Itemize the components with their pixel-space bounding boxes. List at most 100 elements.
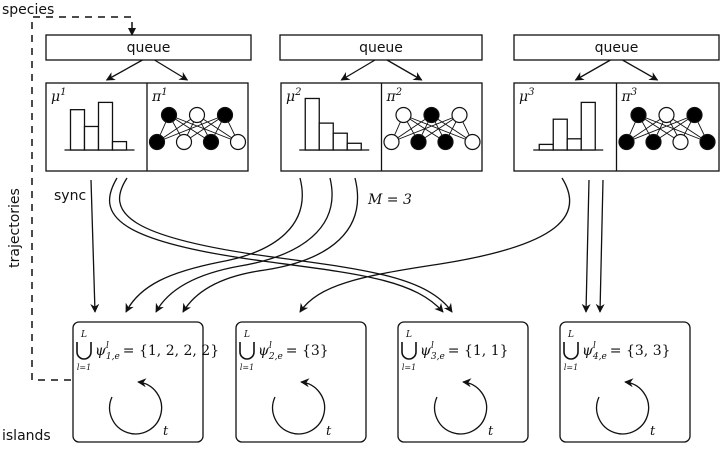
queue-to-distribution-arrow xyxy=(340,59,376,81)
histogram-bar xyxy=(111,140,128,151)
network-node xyxy=(437,133,454,151)
mu-label: μ2 xyxy=(286,87,301,105)
queue-to-distribution-arrow xyxy=(105,59,143,81)
network-edge xyxy=(626,114,695,143)
queue-box xyxy=(279,34,483,61)
islands-label: islands xyxy=(2,428,51,444)
network-node xyxy=(645,133,662,151)
histogram-bar xyxy=(332,132,348,151)
queue-box xyxy=(513,34,720,61)
migration-label: M = 3 xyxy=(367,192,412,208)
union-lower-limit: l=1 xyxy=(240,363,254,372)
evolution-loop-arrow xyxy=(596,378,650,435)
trajectories-label: trajectories xyxy=(7,188,23,268)
histogram-bar xyxy=(83,125,100,151)
network-edge xyxy=(156,114,226,143)
union-symbol xyxy=(401,342,417,360)
histogram-bar xyxy=(97,101,114,151)
loop-time-label: t xyxy=(488,424,494,439)
network-node xyxy=(630,106,647,124)
union-lower-limit: l=1 xyxy=(77,363,91,372)
policy-network xyxy=(383,106,481,151)
policy-network xyxy=(618,106,716,151)
histogram-bar xyxy=(69,109,86,151)
network-edge xyxy=(391,114,460,143)
migration-curve-2c xyxy=(182,177,359,313)
histogram-bar xyxy=(552,118,568,151)
network-node xyxy=(672,133,689,151)
union-upper-limit: L xyxy=(405,330,412,340)
loop-time-label: t xyxy=(650,424,656,439)
evolution-loop-arrow xyxy=(272,378,326,435)
migration-curve-1a xyxy=(109,177,444,313)
mu-label: μ3 xyxy=(519,87,534,105)
union-symbol xyxy=(76,342,92,360)
network-node xyxy=(188,106,206,124)
species-group: queue μ3 π3 xyxy=(513,34,720,172)
sync-arrow-1 xyxy=(90,179,100,313)
sync-arrow-3b xyxy=(595,179,605,313)
network-node xyxy=(148,133,166,151)
queue-label: queue xyxy=(595,40,639,56)
species-group: queue μ1 π1 xyxy=(45,34,252,172)
queue-box xyxy=(45,34,252,61)
queue-to-policy-arrow xyxy=(622,59,659,81)
network-node xyxy=(423,106,440,124)
network-node xyxy=(618,133,635,151)
queue-label: queue xyxy=(127,40,171,56)
trajectory-flows xyxy=(90,177,605,313)
queue-to-distribution-arrow xyxy=(574,59,611,81)
network-node xyxy=(464,133,481,151)
network-edge xyxy=(418,114,460,143)
queue-label: queue xyxy=(359,40,403,56)
loop-time-label: t xyxy=(163,424,169,439)
union-upper-limit: L xyxy=(567,330,574,340)
histogram-bar xyxy=(580,101,596,151)
queue-to-policy-arrow xyxy=(386,59,423,81)
network-node xyxy=(216,106,234,124)
migration-curve-2a xyxy=(125,177,303,313)
sync-label: sync xyxy=(54,188,86,204)
union-symbol xyxy=(563,342,579,360)
sync-arrow-3a xyxy=(581,179,591,313)
mu-label: μ1 xyxy=(51,87,66,105)
network-edge xyxy=(653,114,695,143)
loop-time-label: t xyxy=(326,424,332,439)
union-upper-limit: L xyxy=(80,330,87,340)
queue-to-policy-arrow xyxy=(154,59,189,81)
network-node xyxy=(383,133,400,151)
feedback-arrowhead xyxy=(128,28,136,36)
union-symbol xyxy=(239,342,255,360)
network-node xyxy=(229,133,247,151)
network-node xyxy=(658,106,675,124)
pi-label: π3 xyxy=(621,87,638,105)
pi-label: π1 xyxy=(151,87,168,105)
histogram-bar xyxy=(304,97,320,151)
union-upper-limit: L xyxy=(243,330,250,340)
network-edge xyxy=(183,114,226,143)
feedback-dashed-line xyxy=(31,16,133,381)
evolution-loop-arrow xyxy=(109,378,163,435)
histogram-bar xyxy=(538,143,554,151)
migration-curve-2b xyxy=(155,177,333,313)
species-label: species xyxy=(2,2,54,18)
histogram-bar xyxy=(318,122,334,151)
network-node xyxy=(451,106,468,124)
union-lower-limit: l=1 xyxy=(564,363,578,372)
evolution-loop-arrow xyxy=(434,378,488,435)
network-node xyxy=(175,133,193,151)
pi-label: π2 xyxy=(386,87,403,105)
histogram-bar xyxy=(346,142,362,151)
network-node xyxy=(395,106,412,124)
network-node xyxy=(699,133,716,151)
union-lower-limit: l=1 xyxy=(402,363,416,372)
species-group: queue μ2 π2 xyxy=(279,34,483,172)
